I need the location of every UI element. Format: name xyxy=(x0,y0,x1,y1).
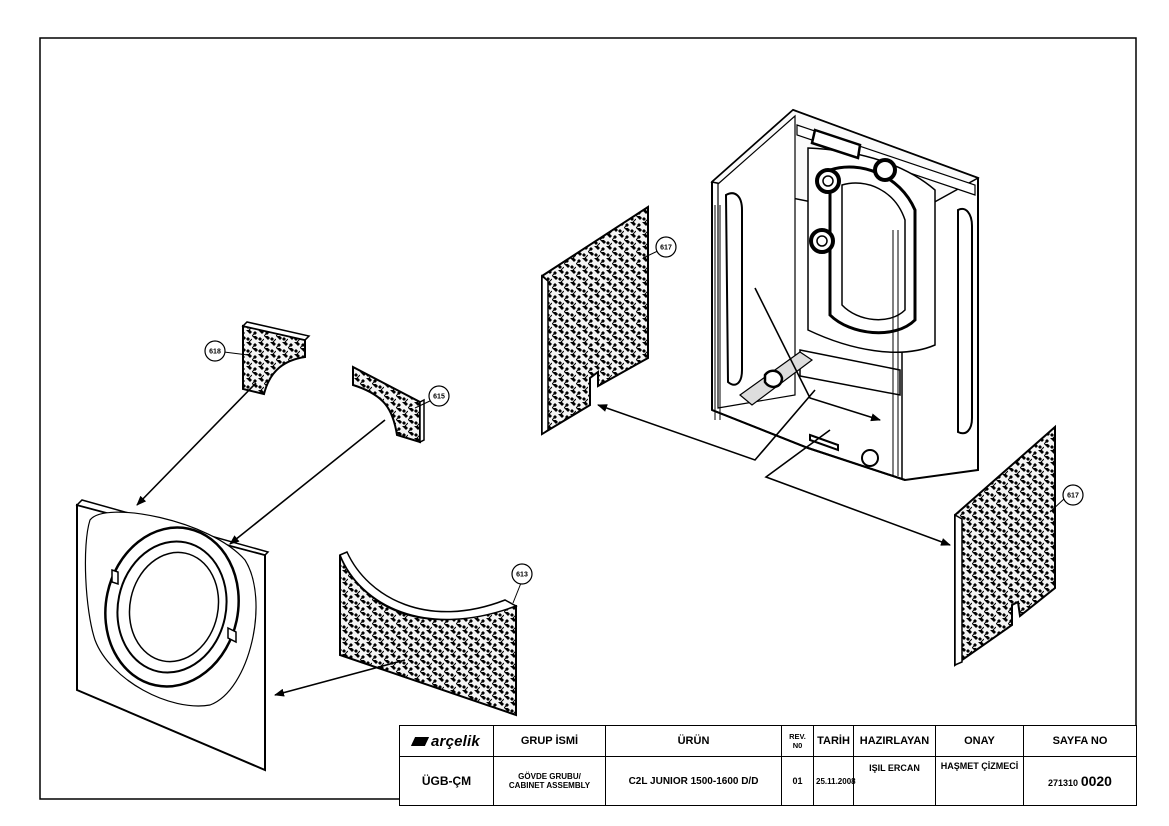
group-name-line2: CABINET ASSEMBLY xyxy=(508,781,591,790)
callout-617-rear: 617 xyxy=(642,236,677,259)
page-no-value: 271310 0020 xyxy=(1023,756,1137,806)
rear-insulation-panel-edge xyxy=(541,274,549,436)
front-panel xyxy=(75,499,270,772)
right-insulation-panel xyxy=(954,424,1056,667)
header-group-name: GRUP İSMİ xyxy=(493,725,606,757)
front-lower-piece-edge xyxy=(339,551,518,621)
drawing-code: ÜGB-ÇM xyxy=(399,756,494,806)
brand-logo: arçelik xyxy=(399,725,494,757)
header-approval: ONAY xyxy=(935,725,1024,757)
date-value: 25.11.2008 xyxy=(813,756,856,806)
group-name-value: GÖVDE GRUBU/CABINET ASSEMBLY xyxy=(493,756,606,806)
callout-613-label: 613 xyxy=(516,572,528,579)
header-prepared-by: HAZIRLAYAN xyxy=(853,725,936,757)
approval-value: HAŞMET ÇİZMECİ xyxy=(935,756,1024,806)
callout-617-right: 617 xyxy=(1049,484,1084,513)
cabinet-body xyxy=(710,108,980,482)
callout-618-label: 618 xyxy=(209,349,221,356)
callout-618: 618 xyxy=(204,340,249,362)
page-no-number: 0020 xyxy=(1080,773,1112,789)
prepared-by-value: IŞIL ERCAN xyxy=(853,756,936,806)
title-block: arçelik GRUP İSMİ ÜRÜN REV. N0 TARİH HAZ… xyxy=(399,725,1137,806)
header-page-no: SAYFA NO xyxy=(1023,725,1137,757)
upper-right-piece-edge xyxy=(419,398,425,444)
upper-right-insulation-piece xyxy=(352,365,421,444)
page-no-prefix: 271310 xyxy=(1048,778,1079,788)
callout-617-rear-label: 617 xyxy=(660,245,672,252)
upper-left-piece-edge xyxy=(241,321,311,341)
group-name-line1: GÖVDE GRUBU/ xyxy=(518,772,581,781)
product-value: C2L JUNIOR 1500-1600 D/D xyxy=(605,756,782,806)
header-product: ÜRÜN xyxy=(605,725,782,757)
callout-615-label: 615 xyxy=(433,394,445,401)
right-insulation-panel-edge xyxy=(954,513,963,667)
assembly-arrows xyxy=(136,287,951,697)
callout-615: 615 xyxy=(414,385,450,409)
upper-left-insulation-piece xyxy=(242,324,306,396)
brand-mark-icon xyxy=(410,736,430,746)
brand-name: arçelik xyxy=(431,732,480,750)
header-date: TARİH xyxy=(813,725,854,757)
rear-insulation-panel xyxy=(541,205,649,436)
callout-617-right-label: 617 xyxy=(1067,493,1079,500)
rev-no-value: 01 xyxy=(781,756,814,806)
callout-613: 613 xyxy=(511,563,533,604)
header-rev-no: REV. N0 xyxy=(781,725,814,757)
